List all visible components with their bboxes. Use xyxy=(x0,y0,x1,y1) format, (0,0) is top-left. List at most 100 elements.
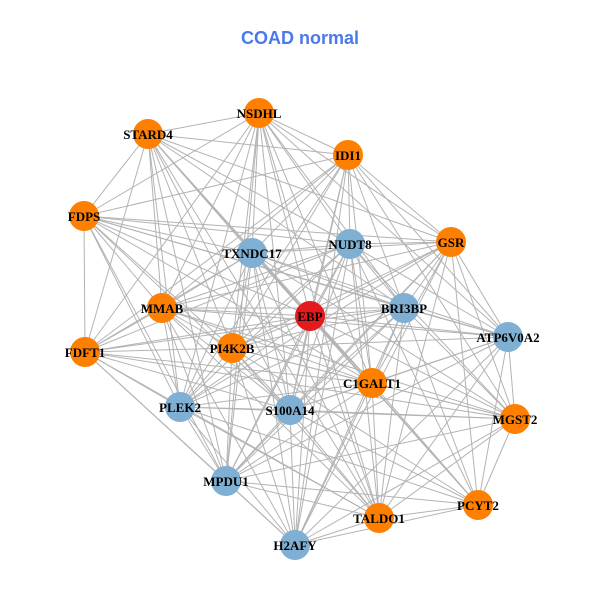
edge-fdft1-s100a14 xyxy=(84,351,291,411)
edge-nsdhl-txndc17 xyxy=(251,112,260,254)
edge-idi1-bri3bp xyxy=(347,154,405,309)
edge-fdft1-c1galt1 xyxy=(84,351,373,384)
edge-bri3bp-mpdu1 xyxy=(225,307,405,482)
node-ebp[interactable]: EBP xyxy=(295,301,325,331)
node-circle[interactable] xyxy=(335,229,365,259)
node-s100a14[interactable]: S100A14 xyxy=(265,395,315,425)
edge-ebp-taldo1 xyxy=(309,315,380,519)
edge-mgst2-mpdu1 xyxy=(225,418,516,482)
node-circle[interactable] xyxy=(165,392,195,422)
edge-bri3bp-atp6v0a2 xyxy=(403,307,509,338)
edge-gsr-mpdu1 xyxy=(225,241,452,482)
edge-nudt8-pi4k2b xyxy=(231,243,351,349)
edge-ebp-mgst2 xyxy=(309,315,516,420)
node-circle[interactable] xyxy=(280,530,310,560)
node-circle[interactable] xyxy=(70,337,100,367)
edge-c1galt1-h2afy xyxy=(294,382,373,546)
node-atp6v0a2[interactable]: ATP6V0A2 xyxy=(476,322,540,352)
node-c1galt1[interactable]: C1GALT1 xyxy=(343,368,401,398)
edge-nudt8-h2afy xyxy=(294,243,351,546)
node-pcyt2[interactable]: PCYT2 xyxy=(457,490,499,520)
edge-layer xyxy=(83,112,516,546)
edge-stard4-idi1 xyxy=(147,133,349,156)
node-mpdu1[interactable]: MPDU1 xyxy=(203,466,249,496)
node-nudt8[interactable]: NUDT8 xyxy=(328,229,372,259)
node-stard4[interactable]: STARD4 xyxy=(123,119,173,149)
node-bri3bp[interactable]: BRI3BP xyxy=(381,293,427,323)
node-label: C1GALT1 xyxy=(343,376,401,391)
edge-atp6v0a2-h2afy xyxy=(294,336,509,546)
node-circle[interactable] xyxy=(217,333,247,363)
node-circle[interactable] xyxy=(69,201,99,231)
node-circle[interactable] xyxy=(244,98,274,128)
edge-fdps-mpdu1 xyxy=(83,215,227,482)
edge-fdps-txndc17 xyxy=(83,215,253,254)
node-circle[interactable] xyxy=(463,490,493,520)
node-h2afy[interactable]: H2AFY xyxy=(273,530,317,560)
node-circle[interactable] xyxy=(364,503,394,533)
node-label: STARD4 xyxy=(123,127,173,142)
node-plek2[interactable]: PLEK2 xyxy=(159,392,201,422)
node-circle[interactable] xyxy=(295,301,325,331)
edge-idi1-mmab xyxy=(161,154,349,309)
node-label: TALDO1 xyxy=(353,511,405,526)
edge-nudt8-mmab xyxy=(161,243,351,309)
edge-ebp-fdft1 xyxy=(84,315,311,353)
node-txndc17[interactable]: TXNDC17 xyxy=(222,238,282,268)
edge-idi1-mgst2 xyxy=(347,154,516,420)
node-circle[interactable] xyxy=(275,395,305,425)
node-label: MGST2 xyxy=(493,412,538,427)
edge-fdps-nudt8 xyxy=(83,215,351,245)
node-label: FDFT1 xyxy=(65,345,105,360)
node-circle[interactable] xyxy=(436,227,466,257)
edge-mgst2-pcyt2 xyxy=(477,418,516,506)
node-taldo1[interactable]: TALDO1 xyxy=(353,503,405,533)
edge-nsdhl-fdps xyxy=(83,112,260,217)
edge-nsdhl-fdft1 xyxy=(84,112,260,353)
node-fdps[interactable]: FDPS xyxy=(68,201,101,231)
node-circle[interactable] xyxy=(211,466,241,496)
node-circle[interactable] xyxy=(333,140,363,170)
edge-c1galt1-mpdu1 xyxy=(225,382,373,482)
edge-txndc17-nudt8 xyxy=(251,243,351,254)
edge-mgst2-taldo1 xyxy=(378,418,516,519)
edge-fdps-plek2 xyxy=(83,215,181,408)
edge-s100a14-h2afy xyxy=(289,409,296,546)
edge-idi1-s100a14 xyxy=(289,154,349,411)
node-circle[interactable] xyxy=(357,368,387,398)
node-pi4k2b[interactable]: PI4K2B xyxy=(210,333,255,363)
node-idi1[interactable]: IDI1 xyxy=(333,140,363,170)
node-nsdhl[interactable]: NSDHL xyxy=(237,98,282,128)
edge-c1galt1-mgst2 xyxy=(371,382,516,420)
edge-atp6v0a2-pcyt2 xyxy=(477,336,509,506)
node-label: EBP xyxy=(297,309,322,324)
node-mmab[interactable]: MMAB xyxy=(141,293,184,323)
node-mgst2[interactable]: MGST2 xyxy=(493,404,538,434)
edge-nudt8-fdft1 xyxy=(84,243,351,353)
node-circle[interactable] xyxy=(493,322,523,352)
node-label: GSR xyxy=(438,235,465,250)
node-circle[interactable] xyxy=(237,238,267,268)
edge-stard4-taldo1 xyxy=(147,133,380,519)
edge-idi1-atp6v0a2 xyxy=(347,154,509,338)
edge-gsr-ebp xyxy=(309,241,452,317)
edge-atp6v0a2-mpdu1 xyxy=(225,336,509,482)
edge-nudt8-gsr xyxy=(349,241,452,245)
edge-idi1-gsr xyxy=(347,154,452,243)
edge-atp6v0a2-pi4k2b xyxy=(231,336,509,349)
node-circle[interactable] xyxy=(147,293,177,323)
edge-mmab-atp6v0a2 xyxy=(161,307,509,338)
edge-s100a14-mgst2 xyxy=(289,409,516,420)
node-gsr[interactable]: GSR xyxy=(436,227,466,257)
node-circle[interactable] xyxy=(389,293,419,323)
node-circle[interactable] xyxy=(133,119,163,149)
edge-bri3bp-s100a14 xyxy=(289,307,405,411)
node-fdft1[interactable]: FDFT1 xyxy=(65,337,105,367)
node-label: NUDT8 xyxy=(328,237,372,252)
node-circle[interactable] xyxy=(500,404,530,434)
edge-txndc17-mpdu1 xyxy=(225,252,253,482)
edge-gsr-mmab xyxy=(161,241,452,309)
node-label: NSDHL xyxy=(237,106,282,121)
